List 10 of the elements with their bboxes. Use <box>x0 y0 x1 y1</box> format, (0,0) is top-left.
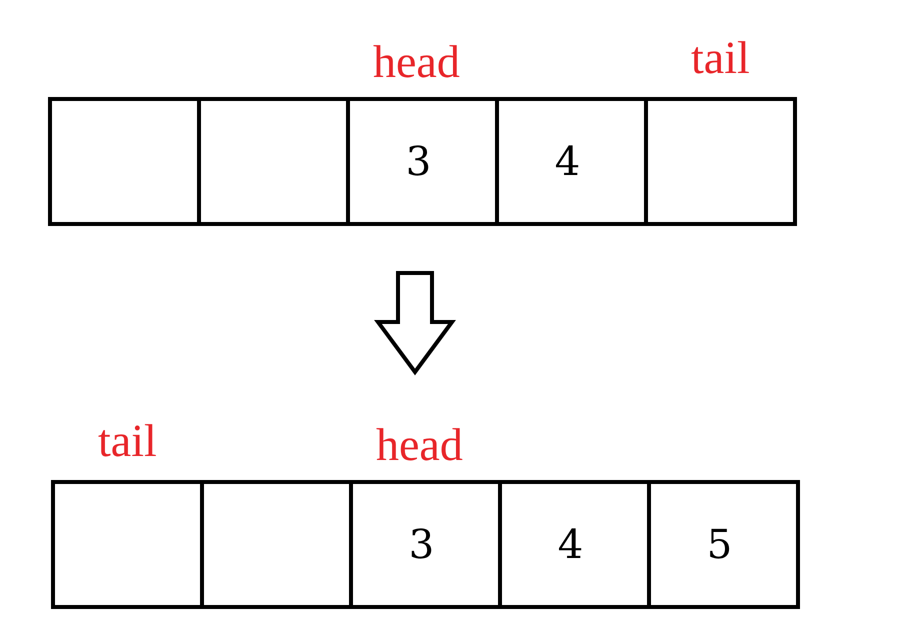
cell-value: 3 <box>408 522 434 568</box>
cell-value: 4 <box>554 138 580 184</box>
cell-value: 3 <box>406 138 432 184</box>
pointer-label: tail <box>98 418 157 464</box>
hollow-arrow <box>374 271 456 376</box>
cell-value: 4 <box>558 522 584 568</box>
pointer-label: head <box>373 39 460 85</box>
pointer-label: head <box>376 422 463 468</box>
pointer-label: tail <box>691 35 750 81</box>
cell-value: 5 <box>706 522 732 568</box>
